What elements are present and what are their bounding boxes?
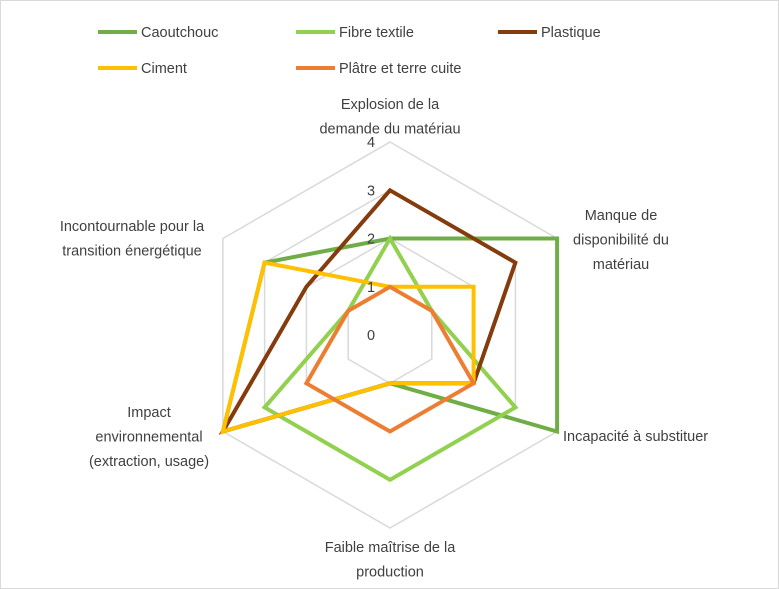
series-line-3 [220, 260, 476, 435]
axis-label-2: Incapacité à substituer [563, 429, 708, 445]
legend-label: Ciment [141, 61, 187, 77]
series-line-2 [218, 187, 518, 435]
tick-label: 4 [367, 135, 375, 151]
tick-label: 0 [367, 328, 375, 344]
grid-ring [347, 285, 433, 385]
tick-label: 3 [367, 183, 375, 199]
grid [222, 141, 558, 529]
grid-ring [263, 189, 517, 481]
series-line-0 [220, 236, 560, 435]
legend-label: Fibre textile [339, 25, 414, 41]
tick-label: 2 [367, 232, 375, 248]
tick-label: 1 [367, 280, 375, 296]
legend-label: Plastique [541, 25, 601, 41]
grid-ring [305, 237, 475, 433]
series-line-1 [261, 234, 519, 483]
series-layer [218, 187, 560, 483]
legend-label: Caoutchouc [141, 25, 218, 41]
series-line-4 [303, 284, 477, 434]
grid-ring [222, 141, 558, 529]
radial-ticks: 0 1 2 3 4 [367, 135, 375, 344]
legend-label: Plâtre et terre cuite [339, 61, 462, 77]
